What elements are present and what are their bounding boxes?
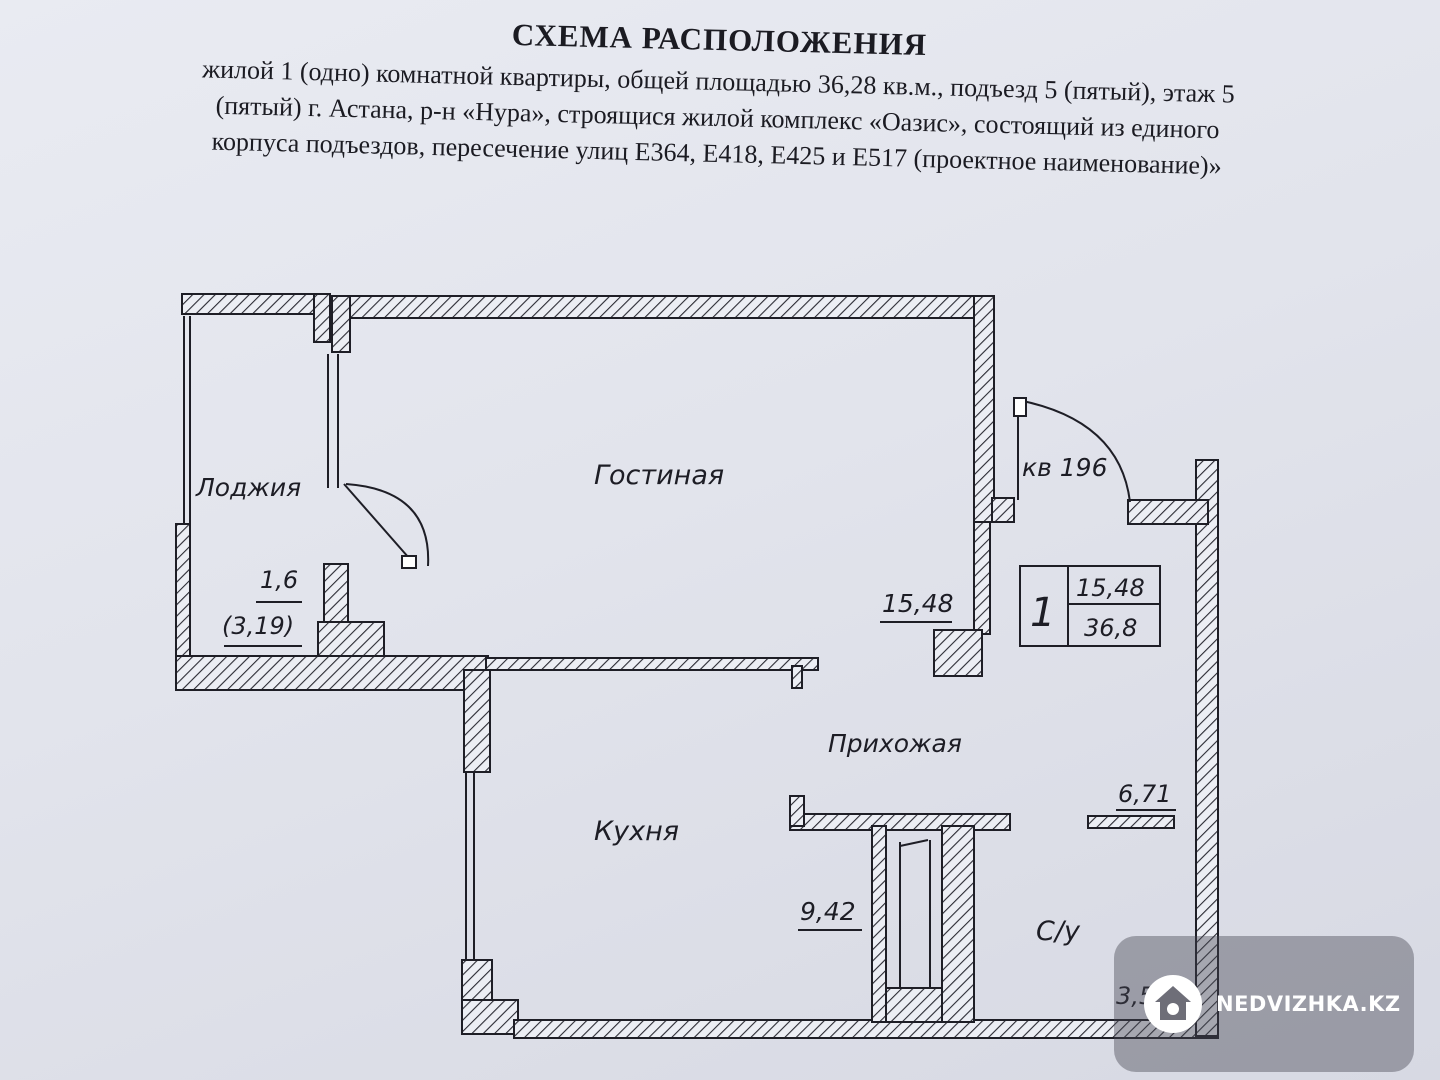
wall-column	[933, 629, 983, 677]
house-logo-icon	[1144, 975, 1202, 1033]
bathroom-name: С/у	[1036, 916, 1081, 947]
wall-shaft-mid	[885, 987, 943, 1023]
loggia-area: 1,6	[260, 566, 298, 594]
summary-total-area: 36,8	[1084, 614, 1137, 642]
summary-rooms-count: 1	[1030, 590, 1055, 636]
room-labels: Лоджия 1,6 (3,19) Гостиная 15,48 кв 196 …	[195, 453, 1176, 1010]
watermark-badge: NEDVIZHKA.KZ	[1114, 936, 1414, 1072]
wall-bottom	[513, 1019, 1219, 1039]
windows-and-doors	[183, 316, 1131, 989]
wall-right-stub	[1127, 499, 1209, 525]
wall-shaft-right	[941, 825, 975, 1023]
wall-kitchen-left	[463, 669, 491, 773]
wall-living-right-low	[973, 521, 991, 635]
wall-shaft-left	[871, 825, 887, 1023]
wall-loggia-top	[181, 293, 331, 315]
wall-kitchen-corner	[461, 999, 519, 1035]
living-area: 15,48	[882, 589, 954, 618]
wall-loggia-right-stub	[313, 293, 331, 343]
summary-box-frame	[1019, 565, 1161, 647]
kitchen-area: 9,42	[800, 897, 856, 926]
wall-hall-partition	[789, 813, 1011, 831]
wall-living-right	[973, 295, 995, 523]
wall-right	[1195, 459, 1219, 1037]
wall-door-stub	[991, 497, 1015, 523]
wall-divider-thin	[485, 657, 819, 671]
wall-loggia-left-lower	[175, 523, 191, 659]
wall-living-left-stub	[331, 295, 351, 353]
loggia-area-full: (3,19)	[222, 612, 294, 640]
watermark-text: NEDVIZHKA.KZ	[1216, 992, 1401, 1016]
loggia-name: Лоджия	[195, 473, 301, 502]
kitchen-name: Кухня	[594, 816, 679, 847]
summary-box: 1 15,48 36,8	[1019, 565, 1161, 647]
wall-living-top	[331, 295, 993, 319]
wall-hall-stub	[789, 795, 805, 827]
wall-divider-stub	[791, 665, 803, 689]
hall-name: Прихожая	[828, 729, 962, 758]
hall-area: 6,71	[1118, 780, 1171, 808]
apartment-number: кв 196	[1022, 453, 1108, 482]
walls	[175, 293, 1219, 1039]
living-name: Гостиная	[594, 460, 724, 491]
summary-living-area: 15,48	[1076, 574, 1145, 602]
wall-hall-right-stub	[1087, 815, 1175, 829]
wall-divider-bottom	[175, 655, 489, 691]
